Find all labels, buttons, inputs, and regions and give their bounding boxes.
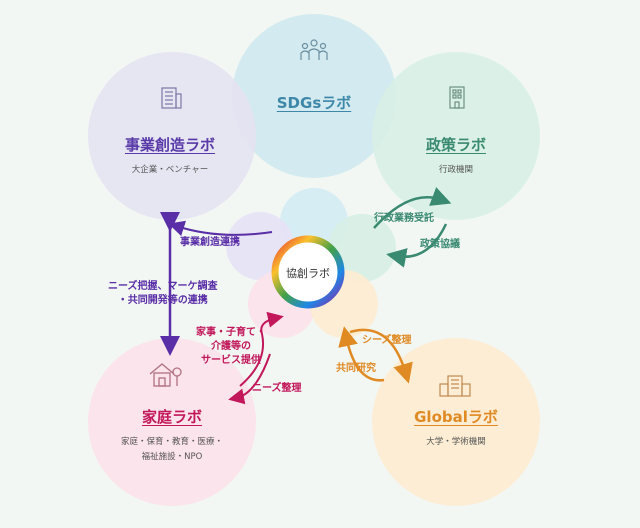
global-lab-circle — [372, 338, 540, 506]
center-ring — [271, 235, 345, 309]
policy-lab-title[interactable]: 政策ラボ — [425, 136, 487, 154]
policy-outsource-label: 行政業務受託 — [374, 213, 434, 224]
family-lab-subtitle-line1: 家庭・保育・教育・医療・ — [120, 437, 224, 447]
center-disc — [272, 236, 344, 308]
global-lab-title[interactable]: Globalラボ — [414, 408, 498, 426]
family-lab-circle — [88, 338, 256, 506]
government-building-icon — [449, 86, 465, 109]
services-line3: サービス提供 — [201, 355, 261, 366]
office-building-icon — [161, 87, 182, 109]
policy-petal — [328, 214, 396, 282]
policy-lab[interactable]: 政策ラボ 行政機関 — [426, 134, 486, 178]
family-lab-subtitle-line2: 福祉施設・NPO — [141, 452, 203, 462]
business-lab-subtitle: 大企業・ベンチャー — [131, 165, 209, 175]
sdgs-lab-circle — [232, 14, 396, 178]
policy-lab-subtitle: 行政機関 — [438, 165, 474, 175]
family-lab-subtitle: 家庭・保育・教育・医療・ 福祉施設・NPO — [121, 435, 223, 465]
global-lab-subtitle: 大学・学術機関 — [426, 437, 486, 447]
sdgs-lab-title[interactable]: SDGsラボ — [276, 94, 352, 112]
needs-research-line1: ニーズ把握、マーケ調査 — [108, 281, 218, 292]
service-arrow — [239, 311, 284, 387]
services-line1: 家事・子育て・ — [196, 327, 266, 338]
family-lab[interactable]: 家庭ラボ 家庭・保育・教育・医療・ 福祉施設・NPO — [121, 406, 223, 465]
business-link-label: 事業創造連携 — [180, 237, 240, 248]
policy-outsource-arrow — [373, 187, 452, 229]
policy-lab-circle — [372, 52, 540, 220]
seeds-label: シーズ整理 — [362, 335, 412, 346]
services-line2: 介護等の — [211, 341, 251, 352]
policy-talks-arrow — [386, 223, 448, 268]
needs-research-label: ニーズ把握、マーケ調査 ・共同開発等の連携 — [108, 280, 218, 308]
needs-org-label: ニーズ整理 — [252, 383, 302, 394]
services-label: 家事・子育て・ 介護等の サービス提供 — [196, 326, 266, 368]
center-label: 協創ラボ — [286, 267, 330, 280]
needs-research-line2: ・共同開発等の連携 — [117, 295, 208, 306]
people-icon — [300, 39, 328, 60]
school-building-icon — [439, 375, 471, 397]
business-lab[interactable]: 事業創造ラボ 大企業・ベンチャー — [125, 134, 215, 178]
business-link-arrow — [168, 220, 273, 237]
sdgs-lab[interactable]: SDGsラボ — [277, 92, 352, 113]
business-lab-title[interactable]: 事業創造ラボ — [124, 136, 216, 154]
house-icon — [149, 363, 182, 387]
policy-talks-label: 政策協議 — [420, 239, 460, 250]
business-lab-circle — [88, 52, 256, 220]
joint-research-arrow — [338, 326, 385, 382]
needs-arrow — [228, 353, 271, 405]
joint-research-label: 共同研究 — [336, 363, 376, 374]
family-lab-title[interactable]: 家庭ラボ — [141, 408, 203, 426]
global-lab[interactable]: Globalラボ 大学・学術機関 — [414, 406, 498, 450]
